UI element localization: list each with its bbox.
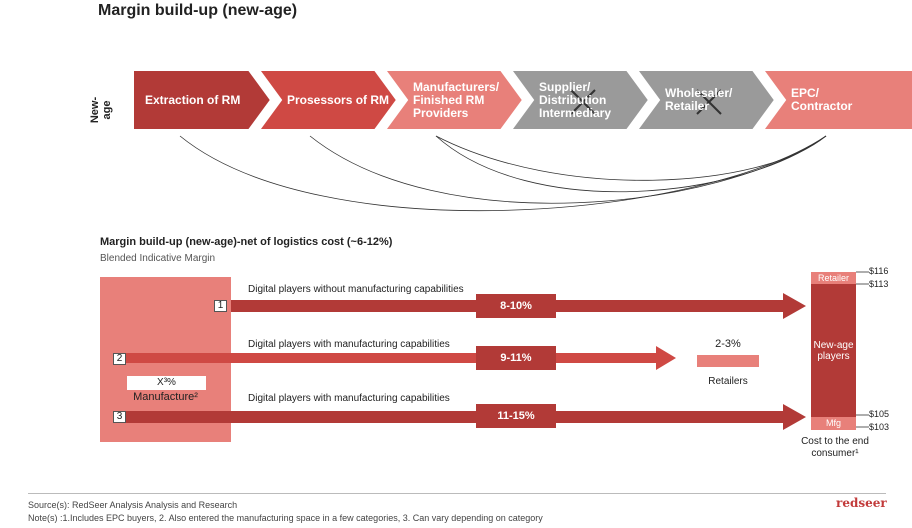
- chain-step-1: [132, 69, 273, 131]
- arc-extraction-to-epc: [179, 135, 827, 211]
- price-105: $105: [869, 409, 890, 419]
- manufacture-label: Manufacture²: [133, 391, 198, 403]
- stack-middle-line-1: New-age: [813, 340, 854, 351]
- chain-step-5-label: Wholesaler/Retailer: [665, 87, 732, 113]
- section-title: Margin build-up (new-age)-net of logisti…: [100, 236, 393, 248]
- chain-step-1-label: Extraction of RM: [145, 92, 241, 107]
- retailers-label: Retailers: [708, 376, 748, 387]
- arrow-2: [113, 346, 676, 370]
- arrow-3: [113, 404, 806, 430]
- chain-step-4-cross-2: [570, 89, 596, 115]
- retailer-margin: 2-3%: [715, 338, 741, 350]
- path-number-2: 2: [113, 353, 126, 365]
- price-116: $116: [869, 266, 889, 276]
- stack-retailer-segment: Retailer: [811, 272, 856, 284]
- stack-mfg-segment: Mfg: [811, 417, 856, 430]
- arc-processors-to-epc: [309, 135, 827, 204]
- chain-step-5-cross-2: [696, 89, 722, 115]
- value-chain-diagram: [132, 69, 912, 211]
- chain-step-6: [761, 69, 912, 131]
- chain-step-2-label: Prosessors of RM: [287, 92, 390, 107]
- chain-step-6-line-1: EPC/: [791, 86, 820, 100]
- path-label-2: Digital players with manufacturing capab…: [248, 339, 450, 350]
- chain-step-6-line-2: Contractor: [791, 99, 853, 113]
- arc-manufacturers-to-epc: [435, 135, 827, 193]
- range-2: 9-11%: [476, 346, 556, 370]
- chain-step-5-line-1: Wholesaler/: [665, 86, 733, 100]
- price-leader-lines: [856, 271, 869, 428]
- path-number-3: 3: [113, 411, 126, 423]
- chain-step-1-line-1: Extraction of RM: [145, 92, 241, 107]
- retailer-bar: [697, 355, 759, 367]
- brand-logo: redseer: [836, 496, 887, 510]
- path-number-1: 1: [214, 300, 227, 312]
- cost-caption-line-2: consumer¹: [811, 448, 859, 459]
- price-113: $113: [869, 279, 889, 289]
- manufacture-margin: X³%: [127, 376, 206, 390]
- range-1: 8-10%: [476, 294, 556, 318]
- range-3: 11-15%: [476, 404, 556, 428]
- value-chain-arcs: [179, 135, 827, 211]
- chain-step-3-line-2: Finished RM: [413, 92, 485, 107]
- cost-stack-bar: [811, 272, 856, 430]
- page-title: Margin build-up (new-age): [98, 2, 298, 19]
- source-note: Source(s): RedSeer Analysis Analysis and…: [28, 500, 238, 510]
- stack-middle-line-2: players: [817, 351, 850, 362]
- section-subtitle: Blended Indicative Margin: [100, 253, 216, 264]
- chain-step-2: [257, 69, 399, 131]
- chain-step-5-line-2: Retailer: [665, 99, 710, 113]
- path-label-3: Digital players with manufacturing capab…: [248, 393, 450, 404]
- chain-step-3: [383, 69, 525, 131]
- chain-step-4-line-3: Intermediary: [539, 105, 612, 120]
- footnote: Note(s) :1.Includes EPC buyers, 2. Also …: [28, 513, 543, 523]
- arc-manufacturers-to-epc-2: [435, 135, 827, 181]
- chain-step-3-line-3: Providers: [413, 105, 469, 120]
- chain-step-2-line-1: Prosessors of RM: [287, 92, 390, 107]
- cost-caption-line-1: Cost to the end: [801, 436, 869, 447]
- price-103: $103: [869, 422, 890, 432]
- stack-new-age-segment: New-age players: [811, 340, 856, 362]
- chain-step-6-label: EPC/Contractor: [791, 87, 852, 113]
- chain-step-4-line-1: Supplier/: [539, 79, 591, 94]
- cost-caption: Cost to the end consumer¹: [790, 436, 880, 460]
- footer-divider: [28, 493, 886, 494]
- chain-step-3-line-1: Manufacturers/: [413, 79, 500, 94]
- chain-step-4-line-2: Distribution: [539, 92, 607, 107]
- path-label-1: Digital players without manufacturing ca…: [248, 284, 464, 295]
